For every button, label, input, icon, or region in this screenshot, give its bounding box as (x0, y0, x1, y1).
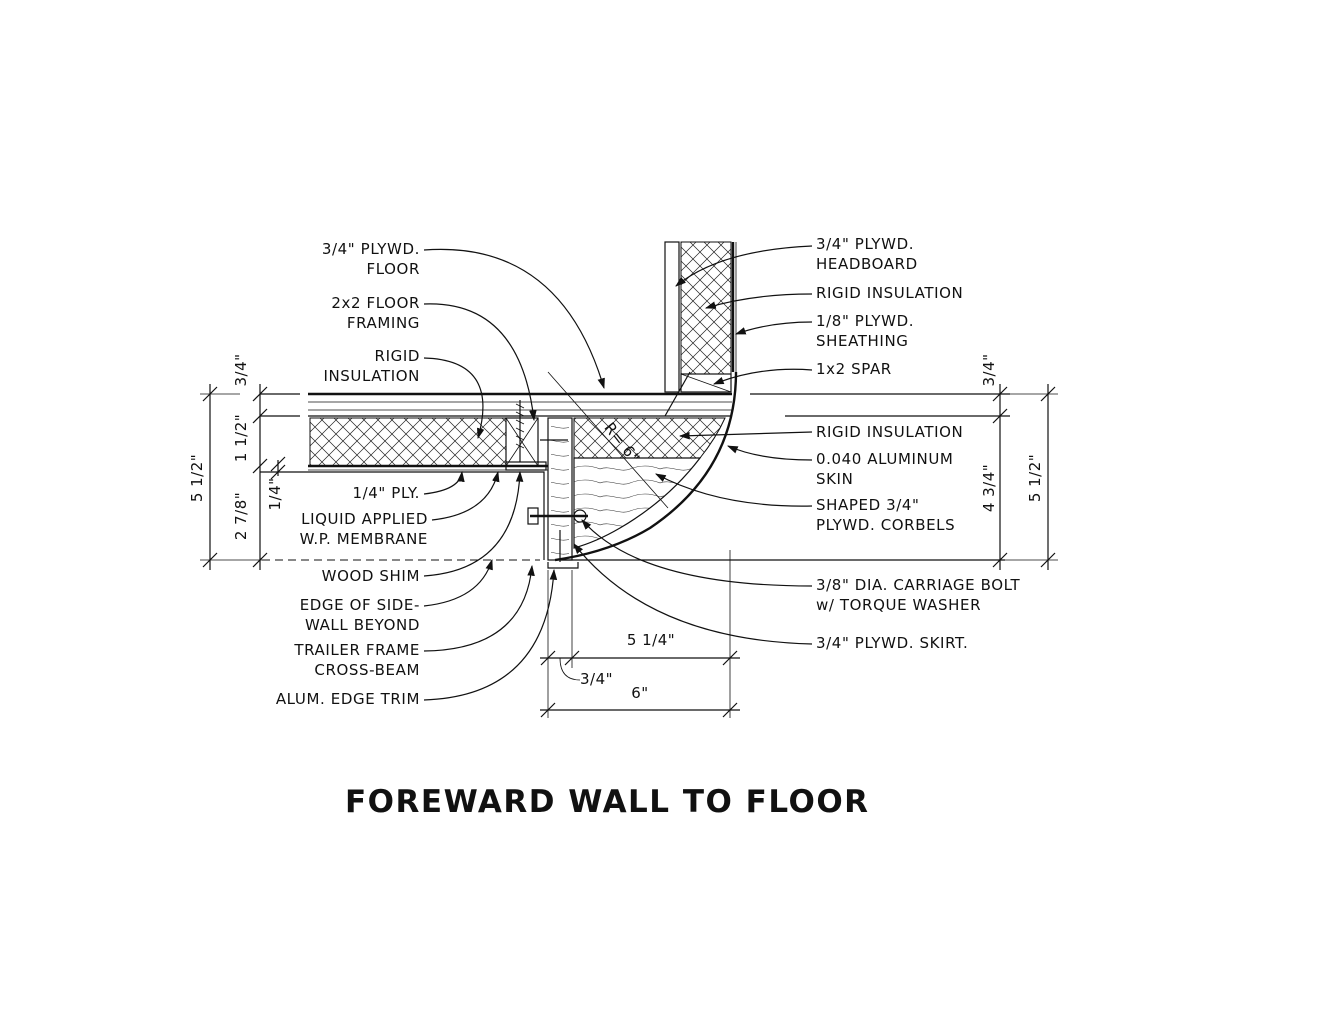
leader-trim (423, 568, 558, 701)
label-framing-2: FRAMING (347, 314, 420, 332)
label-trailer-2: CROSS-BEAM (314, 661, 420, 679)
label-membrane-2: W.P. MEMBRANE (300, 530, 428, 548)
radius-line (547, 371, 669, 509)
label-trailer-1: TRAILER FRAME (293, 641, 420, 659)
leader-ply (423, 470, 465, 495)
leader-sheathing (734, 321, 813, 335)
label-floor-1: 3/4" PLYWD. (322, 240, 420, 258)
drawing-title: FOREWARD WALL TO FLOOR (345, 784, 870, 820)
dim-right-inner: 4 3/4" (980, 464, 998, 512)
label-skin-2: SKIN (816, 470, 853, 488)
leader-corbels (655, 473, 813, 507)
left-dimension-chain: 5 1/2" 3/4" 1 1/2" 2 7/8" 1/4" (188, 353, 286, 570)
skirt-grain (551, 421, 569, 557)
leader-rigid (423, 357, 485, 440)
framing-diagonal-2 (505, 417, 539, 467)
leader-skirt (573, 543, 813, 645)
label-sheathing-1: 1/8" PLYWD. (816, 312, 914, 330)
cross-beam-outline (260, 471, 545, 560)
label-rigid-2: INSULATION (323, 367, 420, 385)
dim-left-bottom: 2 7/8" (232, 492, 250, 540)
dim-bottom-b: 3/4" (580, 670, 613, 688)
leader-rigid-top (704, 293, 813, 309)
label-framing-1: 2x2 FLOOR (331, 294, 420, 312)
dim-right-top: 3/4" (980, 353, 998, 386)
label-shim: WOOD SHIM (322, 567, 420, 585)
leader-edge (423, 558, 493, 607)
label-rigid-mid: RIGID INSULATION (816, 423, 963, 441)
label-trim: ALUM. EDGE TRIM (276, 690, 420, 708)
label-edge-2: WALL BEYOND (305, 616, 420, 634)
label-bolt-1: 3/8" DIA. CARRIAGE BOLT (816, 576, 1021, 594)
right-callouts: 3/4" PLYWD. HEADBOARD RIGID INSULATION 1… (573, 235, 1021, 652)
dim-left-total: 5 1/2" (188, 454, 206, 502)
headboard-plywood (664, 241, 680, 393)
label-sheathing-2: SHEATHING (816, 332, 909, 350)
label-rigid-1: RIGID (375, 347, 420, 365)
bolt-washer (527, 507, 539, 525)
headboard-wall (664, 241, 737, 393)
label-edge-1: EDGE OF SIDE- (300, 596, 420, 614)
label-headboard-1: 3/4" PLYWD. (816, 235, 914, 253)
screw-4 (664, 371, 691, 417)
floor-assembly (260, 371, 1010, 569)
corner-rigid-insulation (573, 417, 726, 459)
bottom-dimension-chain: 5 1/4" 3/4" 6" (540, 550, 740, 718)
label-corbels-1: SHAPED 3/4" (816, 496, 920, 514)
dim-right-total: 5 1/2" (1026, 454, 1044, 502)
leader-trailer (423, 564, 535, 652)
leader-rigid-mid (678, 431, 813, 440)
dim-left-top: 3/4" (232, 353, 250, 386)
leader-framing (423, 303, 537, 422)
dim-left-quarter: 1/4" (266, 477, 284, 510)
floor-framing (505, 417, 539, 467)
label-corbels-2: PLYWD. CORBELS (816, 516, 955, 534)
dim-left-mid: 1 1/2" (232, 414, 250, 462)
label-ply: 1/4" PLY. (352, 484, 420, 502)
leader-spar (712, 368, 813, 385)
label-floor-2: FLOOR (367, 260, 421, 278)
left-callouts: 3/4" PLYWD. FLOOR 2x2 FLOOR FRAMING RIGI… (276, 240, 605, 708)
screw-1-thread (515, 403, 525, 449)
wood-shim (505, 461, 547, 471)
edge-trim (547, 562, 579, 569)
leader-headboard (675, 245, 813, 287)
dim-bottom-a: 5 1/4" (627, 631, 675, 649)
label-rigid-top: RIGID INSULATION (816, 284, 963, 302)
label-headboard-2: HEADBOARD (816, 255, 918, 273)
label-bolt-2: w/ TORQUE WASHER (816, 596, 981, 614)
label-skirt: 3/4" PLYWD. SKIRT. (816, 634, 968, 652)
aluminum-skin-curve (554, 371, 738, 562)
spar-block (680, 373, 732, 393)
leader-shim (423, 470, 524, 577)
floor-rigid-insulation (309, 417, 507, 467)
leader-membrane (431, 470, 500, 521)
dim-bottom-total: 6" (631, 684, 648, 702)
label-skin-1: 0.040 ALUMINUM (816, 450, 953, 468)
leader-skin (727, 445, 813, 461)
leader-floor (423, 248, 605, 390)
leader-bolt (581, 519, 813, 587)
label-spar: 1x2 SPAR (816, 360, 892, 378)
label-membrane-1: LIQUID APPLIED (301, 510, 428, 528)
spar-diagonal (680, 373, 732, 393)
right-dimension-chain: 3/4" 4 3/4" 5 1/2" (980, 353, 1058, 570)
bolt-head (573, 509, 587, 523)
